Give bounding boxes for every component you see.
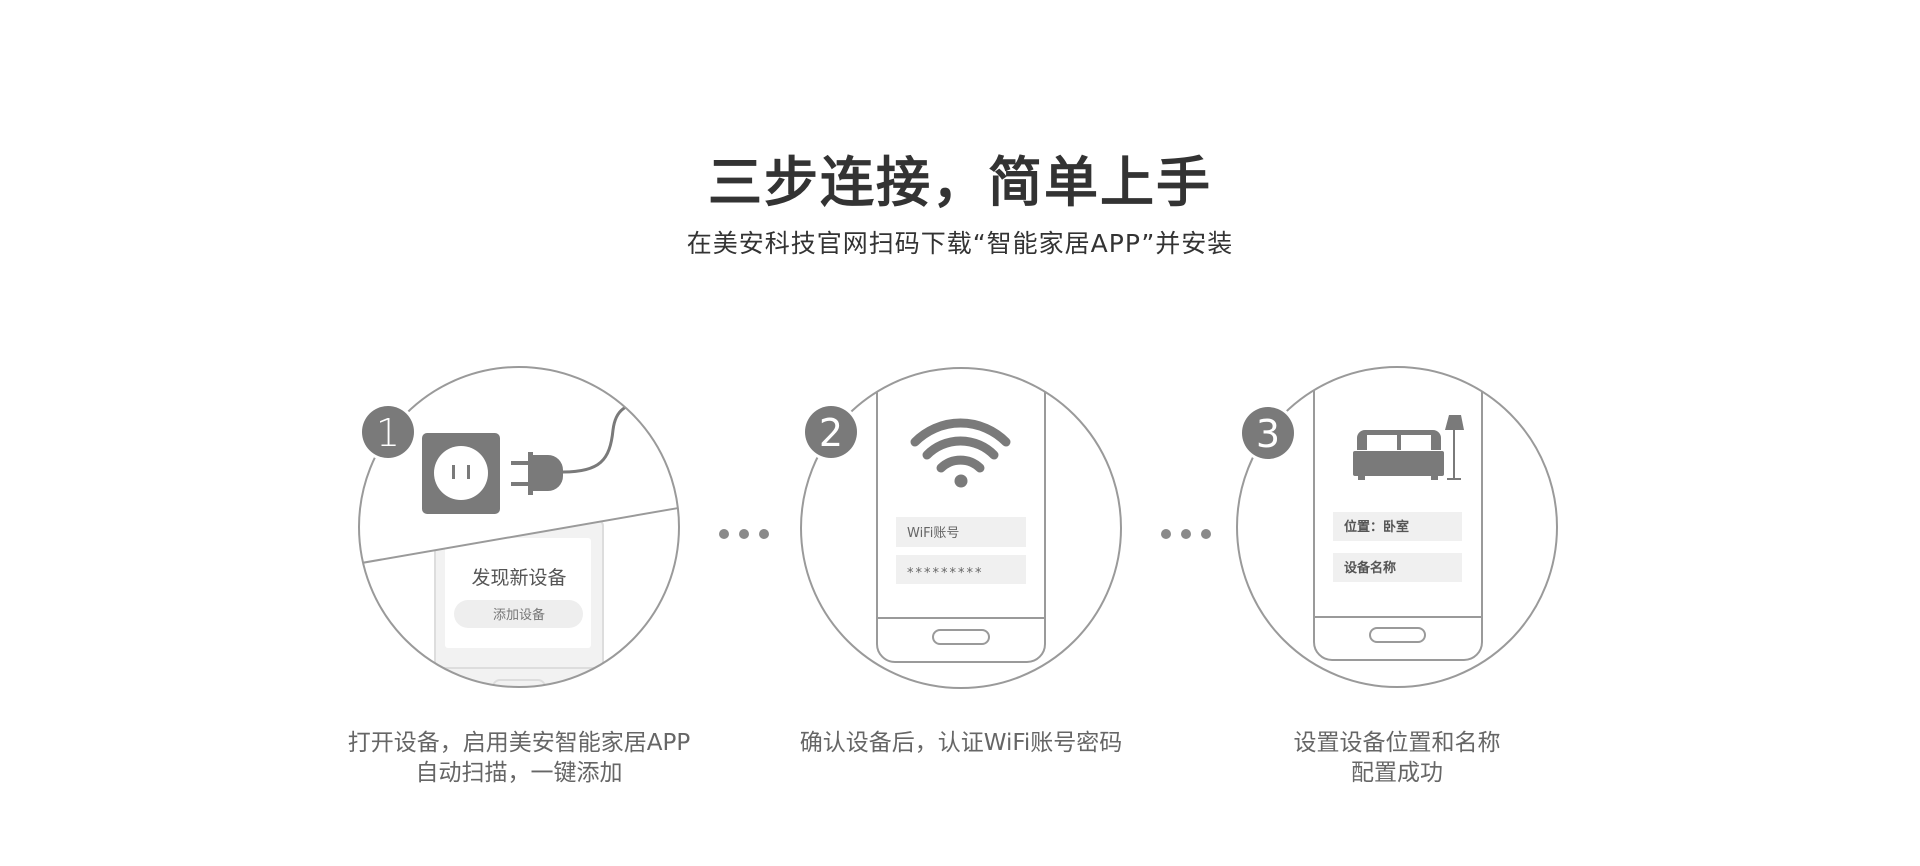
- step-badge-2: 2: [802, 403, 860, 461]
- svg-text:2: 2: [819, 411, 843, 455]
- phone-outline: [1313, 367, 1483, 661]
- svg-text:位置：卧室: 位置：卧室: [1344, 519, 1409, 535]
- wifi-account-field[interactable]: [896, 517, 1026, 547]
- step-badge-3: 3: [1239, 404, 1297, 462]
- bed-icon: [1353, 430, 1444, 480]
- lamp-icon: [1445, 415, 1464, 480]
- socket-icon: [422, 433, 500, 514]
- page-title: 三步连接，简单上手: [708, 151, 1212, 214]
- page-subtitle: 在美安科技官网扫码下载“智能家居APP”并安装: [686, 229, 1234, 258]
- wifi-password-field[interactable]: [896, 555, 1026, 584]
- step-2-caption: 确认设备后，认证WiFi账号密码: [799, 730, 1123, 756]
- device-name-field[interactable]: [1333, 553, 1462, 582]
- screen-title: 发现新设备: [471, 567, 566, 589]
- svg-text:*********: *********: [907, 566, 984, 581]
- location-field[interactable]: [1333, 512, 1462, 541]
- step-3-caption: 设置设备位置和名称 配置成功: [1293, 730, 1501, 786]
- separator-dots: [719, 529, 1211, 539]
- home-button: [1369, 627, 1426, 643]
- svg-text:设备名称: 设备名称: [1344, 560, 1396, 576]
- svg-text:WiFi账号: WiFi账号: [907, 526, 959, 541]
- phone-outline: [876, 368, 1046, 663]
- step-1-illustration: 发现新设备 添加设备 1: [358, 366, 680, 688]
- svg-text:1: 1: [376, 411, 400, 455]
- home-button: [932, 629, 990, 645]
- wifi-icon: [910, 418, 1011, 473]
- step-2-illustration: WiFi账号 ********* 2: [800, 367, 1122, 689]
- svg-text:3: 3: [1256, 412, 1280, 456]
- add-device-button[interactable]: [454, 600, 583, 628]
- step-1-caption: 打开设备，启用美安智能家居APP 自动扫描，一键添加: [347, 730, 691, 786]
- step-badge-1: 1: [359, 403, 417, 461]
- step-3-illustration: 位置：卧室 设备名称 3: [1236, 366, 1558, 688]
- add-device-label: 添加设备: [493, 607, 545, 623]
